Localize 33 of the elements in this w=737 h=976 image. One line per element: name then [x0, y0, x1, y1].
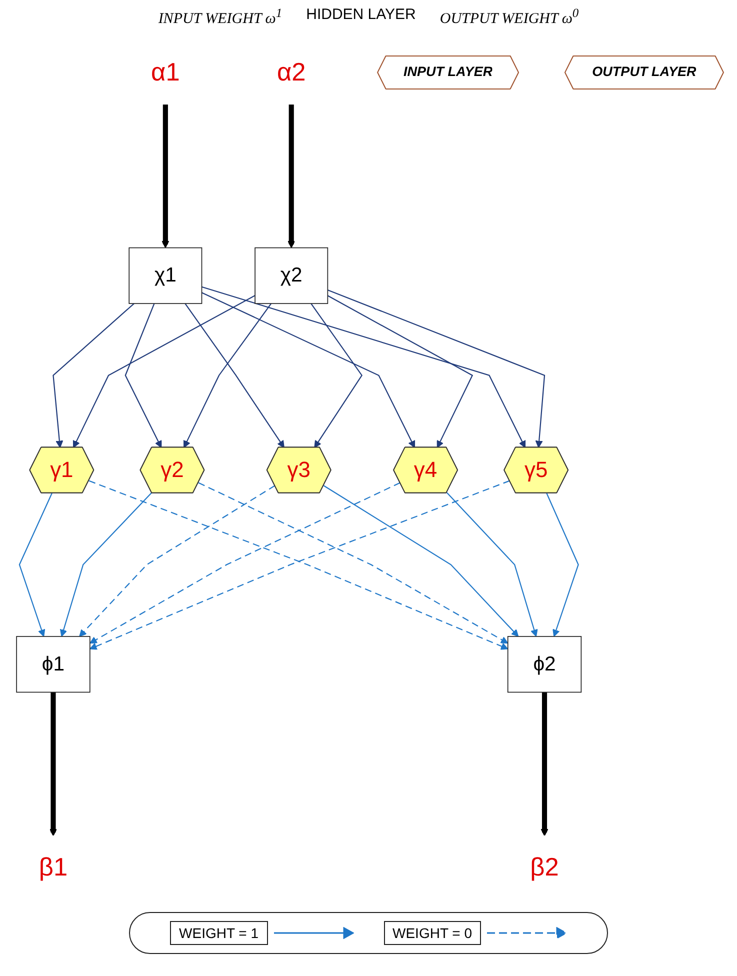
arrow	[546, 493, 579, 637]
arrow	[310, 303, 362, 448]
arrow	[198, 482, 508, 644]
arrow	[18, 493, 52, 637]
arrow	[327, 289, 546, 448]
arrow	[202, 292, 416, 448]
arrow	[79, 485, 276, 637]
annotation-text: OUTPUT WEIGHT ω$^{0}$	[440, 6, 579, 28]
arrow	[288, 104, 296, 248]
legend-text: WEIGHT = 1	[170, 921, 268, 945]
node-box: ϕ2	[507, 636, 582, 693]
arrow	[202, 286, 526, 448]
annotation-text: INPUT WEIGHT ω$^{1}$	[158, 6, 282, 28]
node-box: χ1	[128, 247, 202, 304]
node-text: α1	[151, 58, 180, 86]
arrow	[72, 294, 256, 448]
legend-text: WEIGHT = 0	[384, 921, 481, 945]
arrow	[162, 104, 170, 248]
arrow	[60, 492, 152, 637]
arrow	[446, 492, 538, 637]
arrow	[52, 303, 134, 448]
node-box: ϕ1	[16, 636, 90, 693]
arrow	[323, 485, 519, 637]
arrow	[124, 303, 162, 448]
arrow	[327, 295, 474, 448]
node-text: β2	[530, 854, 559, 882]
arrow	[540, 692, 548, 836]
node-box: χ2	[254, 247, 328, 304]
arrow	[50, 692, 57, 836]
arrow	[90, 482, 400, 644]
annotation-text: HIDDEN LAYER	[306, 6, 416, 25]
node-text: β1	[38, 854, 68, 882]
node-text: α2	[276, 58, 306, 86]
